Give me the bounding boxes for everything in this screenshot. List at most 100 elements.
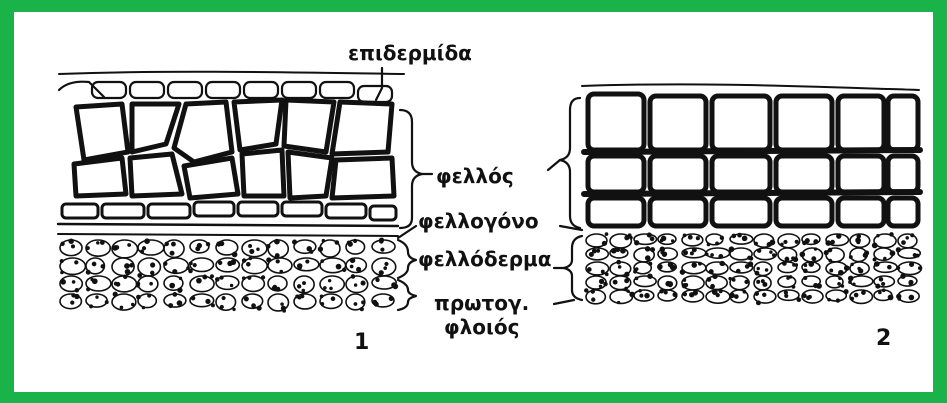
panel-number-2: 2	[876, 326, 891, 351]
stipple-dot	[746, 265, 749, 268]
stipple-dot	[124, 275, 127, 278]
cortex-cell	[138, 258, 160, 276]
stipple-dot	[862, 291, 865, 294]
phelloderm-brace-right	[564, 236, 582, 300]
stipple-dot	[692, 263, 696, 267]
stipple-dot	[141, 250, 144, 253]
stipple-dot	[296, 295, 298, 297]
stipple-dot	[826, 241, 830, 245]
cortex-cell	[216, 276, 239, 289]
stipple-dot	[916, 254, 918, 256]
stipple-dot	[773, 254, 775, 256]
stipple-dot	[707, 243, 709, 245]
stipple-dot	[220, 306, 223, 309]
stipple-dot	[605, 233, 607, 235]
stipple-dot	[902, 241, 905, 244]
stipple-dot	[842, 285, 844, 287]
stipple-dot	[233, 252, 237, 256]
stipple-dot	[649, 263, 652, 266]
cortex-cell	[778, 290, 799, 300]
cortex-cell	[634, 290, 654, 301]
stipple-dot	[804, 277, 806, 279]
stipple-dot	[829, 249, 832, 252]
cortex-cell	[826, 262, 847, 275]
stipple-dot	[212, 304, 214, 306]
stipple-dot	[173, 270, 177, 274]
stipple-dot	[890, 233, 893, 236]
stipple-dot	[392, 283, 396, 287]
stipple-dot	[361, 281, 364, 284]
stipple-dot	[330, 287, 332, 289]
stipple-dot	[602, 270, 604, 272]
stipple-dot	[137, 285, 139, 287]
stipple-dot	[138, 274, 141, 277]
stipple-dot	[784, 241, 787, 244]
stipple-dot	[636, 268, 638, 270]
stipple-dot	[829, 260, 831, 262]
stipple-dot	[307, 247, 311, 251]
stipple-dot	[137, 296, 140, 299]
stipple-dot	[651, 248, 655, 252]
stipple-dot	[884, 258, 886, 260]
stipple-dot	[803, 241, 806, 244]
stipple-dot	[770, 240, 774, 244]
stipple-dot	[243, 259, 246, 262]
stipple-dot	[909, 281, 912, 284]
stipple-dot	[249, 257, 251, 259]
stipple-dot	[616, 248, 619, 251]
stipple-dot	[348, 241, 350, 243]
stipple-dot	[193, 264, 196, 267]
stipple-dot	[96, 296, 98, 298]
panel-2-cortex-cells	[585, 233, 922, 305]
stipple-dot	[729, 278, 731, 280]
stipple-dot	[343, 268, 346, 271]
stipple-dot	[115, 246, 118, 249]
stipple-dot	[172, 242, 175, 245]
stipple-dot	[145, 239, 149, 243]
stipple-dot	[845, 266, 849, 270]
panel-1-cortex-cells	[60, 238, 397, 312]
stipple-dot	[75, 261, 78, 264]
stipple-dot	[206, 300, 210, 304]
stipple-dot	[306, 260, 309, 263]
stipple-dot	[197, 244, 201, 248]
stipple-dot	[303, 282, 305, 284]
stipple-dot	[600, 280, 604, 284]
stipple-dot	[757, 281, 760, 284]
stipple-dot	[301, 295, 304, 298]
stipple-dot	[351, 275, 354, 278]
cortex-cell	[60, 258, 85, 274]
stipple-dot	[711, 254, 713, 256]
stipple-dot	[625, 287, 627, 289]
stipple-dot	[281, 303, 283, 305]
stipple-dot	[804, 264, 806, 266]
stipple-dot	[710, 270, 713, 273]
label-phellogen: φελλογόνο	[418, 210, 539, 232]
stipple-dot	[763, 293, 766, 296]
stipple-dot	[733, 279, 735, 281]
stipple-dot	[671, 265, 675, 269]
stipple-dot	[128, 244, 130, 246]
stipple-dot	[706, 253, 708, 255]
stipple-dot	[267, 245, 270, 248]
stipple-dot	[863, 253, 867, 257]
stipple-dot	[113, 292, 117, 296]
stipple-dot	[381, 248, 384, 251]
stipple-dot	[219, 261, 222, 264]
stipple-dot	[785, 291, 788, 294]
stipple-dot	[143, 247, 146, 250]
stipple-dot	[592, 298, 595, 301]
stipple-dot	[649, 275, 652, 278]
stipple-dot	[245, 297, 248, 300]
stipple-dot	[837, 234, 841, 238]
stipple-dot	[795, 241, 798, 244]
stipple-dot	[275, 240, 279, 244]
stipple-dot	[97, 242, 99, 244]
stipple-dot	[101, 265, 104, 268]
stipple-dot	[762, 280, 764, 282]
panel-1-epidermis-cells	[59, 82, 392, 102]
stipple-dot	[283, 310, 285, 312]
stipple-dot	[844, 290, 847, 293]
stipple-dot	[800, 252, 804, 256]
stipple-dot	[190, 262, 192, 264]
